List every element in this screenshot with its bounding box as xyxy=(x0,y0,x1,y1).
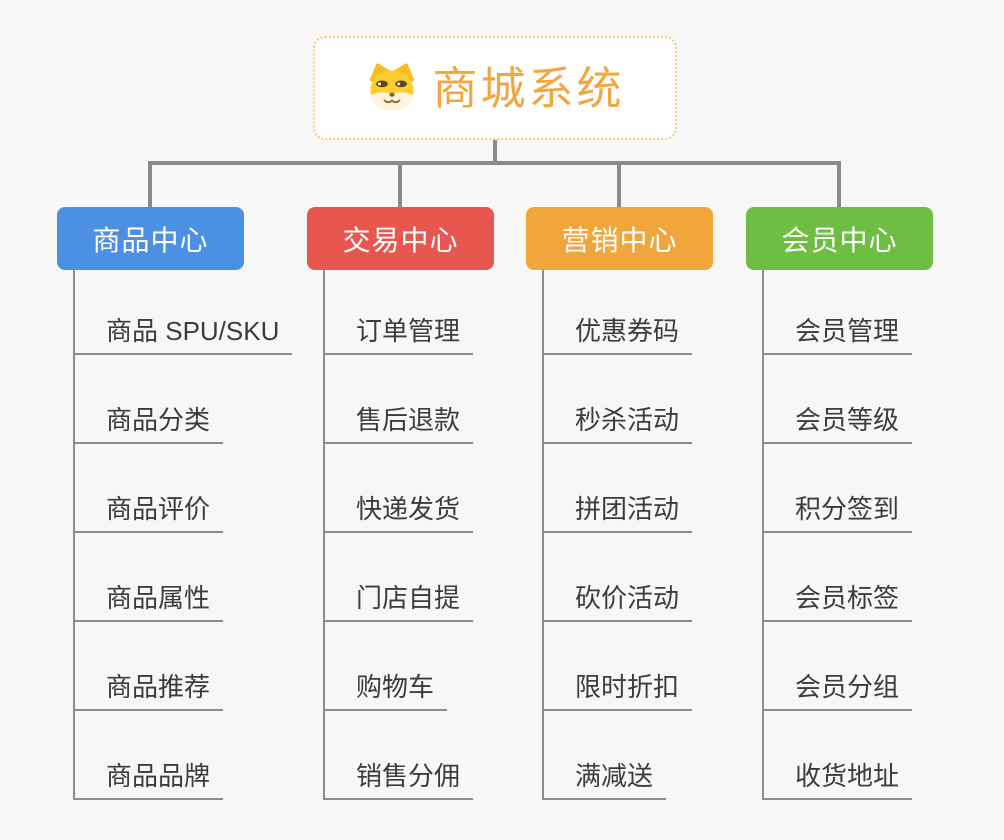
leaf-node[interactable]: 会员管理 xyxy=(762,317,913,355)
branch-trunk-line xyxy=(762,270,764,800)
leaf-node[interactable]: 商品属性 xyxy=(73,584,224,622)
leaf-node[interactable]: 快递发货 xyxy=(323,495,474,533)
leaf-node[interactable]: 销售分佣 xyxy=(323,762,474,800)
leaf-node[interactable]: 门店自提 xyxy=(323,584,474,622)
leaf-node[interactable]: 会员等级 xyxy=(762,406,913,444)
leaf-node[interactable]: 购物车 xyxy=(323,673,448,711)
branch-member-center: 会员中心 会员管理 会员等级 积分签到 会员标签 会员分组 收货地址 xyxy=(746,207,1004,800)
branch-node-trade-center[interactable]: 交易中心 xyxy=(307,207,494,270)
leaf-node[interactable]: 砍价活动 xyxy=(542,584,693,622)
leaf-node[interactable]: 拼团活动 xyxy=(542,495,693,533)
branch-items: 订单管理 售后退款 快递发货 门店自提 购物车 销售分佣 xyxy=(323,270,474,800)
branch-items: 商品 SPU/SKU 商品分类 商品评价 商品属性 商品推荐 商品品牌 xyxy=(73,270,293,800)
leaf-node[interactable]: 优惠券码 xyxy=(542,317,693,355)
branch-items: 会员管理 会员等级 积分签到 会员标签 会员分组 收货地址 xyxy=(762,270,913,800)
leaf-node[interactable]: 收货地址 xyxy=(762,762,913,800)
branch-trunk-line xyxy=(542,270,544,800)
branch-trunk-line xyxy=(73,270,75,800)
branch-node-marketing-center[interactable]: 营销中心 xyxy=(526,207,713,270)
root-node[interactable]: 商城系统 xyxy=(313,36,677,140)
branch-items: 优惠券码 秒杀活动 拼团活动 砍价活动 限时折扣 满减送 xyxy=(542,270,693,800)
leaf-node[interactable]: 售后退款 xyxy=(323,406,474,444)
leaf-node[interactable]: 积分签到 xyxy=(762,495,913,533)
leaf-node[interactable]: 会员标签 xyxy=(762,584,913,622)
root-title: 商城系统 xyxy=(432,62,625,114)
dog-face-icon xyxy=(370,63,415,111)
leaf-node[interactable]: 商品品牌 xyxy=(73,762,224,800)
branch-node-product-center[interactable]: 商品中心 xyxy=(57,207,244,270)
branch-product-center: 商品中心 商品 SPU/SKU 商品分类 商品评价 商品属性 商品推荐 商品品牌 xyxy=(57,207,317,800)
leaf-node[interactable]: 商品 SPU/SKU xyxy=(73,317,293,355)
branch-trade-center: 交易中心 订单管理 售后退款 快递发货 门店自提 购物车 销售分佣 xyxy=(307,207,567,800)
leaf-node[interactable]: 商品推荐 xyxy=(73,673,224,711)
leaf-node[interactable]: 商品评价 xyxy=(73,495,224,533)
branch-trunk-line xyxy=(323,270,325,800)
leaf-node[interactable]: 满减送 xyxy=(542,762,667,800)
branch-marketing-center: 营销中心 优惠券码 秒杀活动 拼团活动 砍价活动 限时折扣 满减送 xyxy=(526,207,786,800)
leaf-node[interactable]: 秒杀活动 xyxy=(542,406,693,444)
leaf-node[interactable]: 限时折扣 xyxy=(542,673,693,711)
leaf-node[interactable]: 商品分类 xyxy=(73,406,224,444)
leaf-node[interactable]: 订单管理 xyxy=(323,317,474,355)
leaf-node[interactable]: 会员分组 xyxy=(762,673,913,711)
branch-node-member-center[interactable]: 会员中心 xyxy=(746,207,933,270)
